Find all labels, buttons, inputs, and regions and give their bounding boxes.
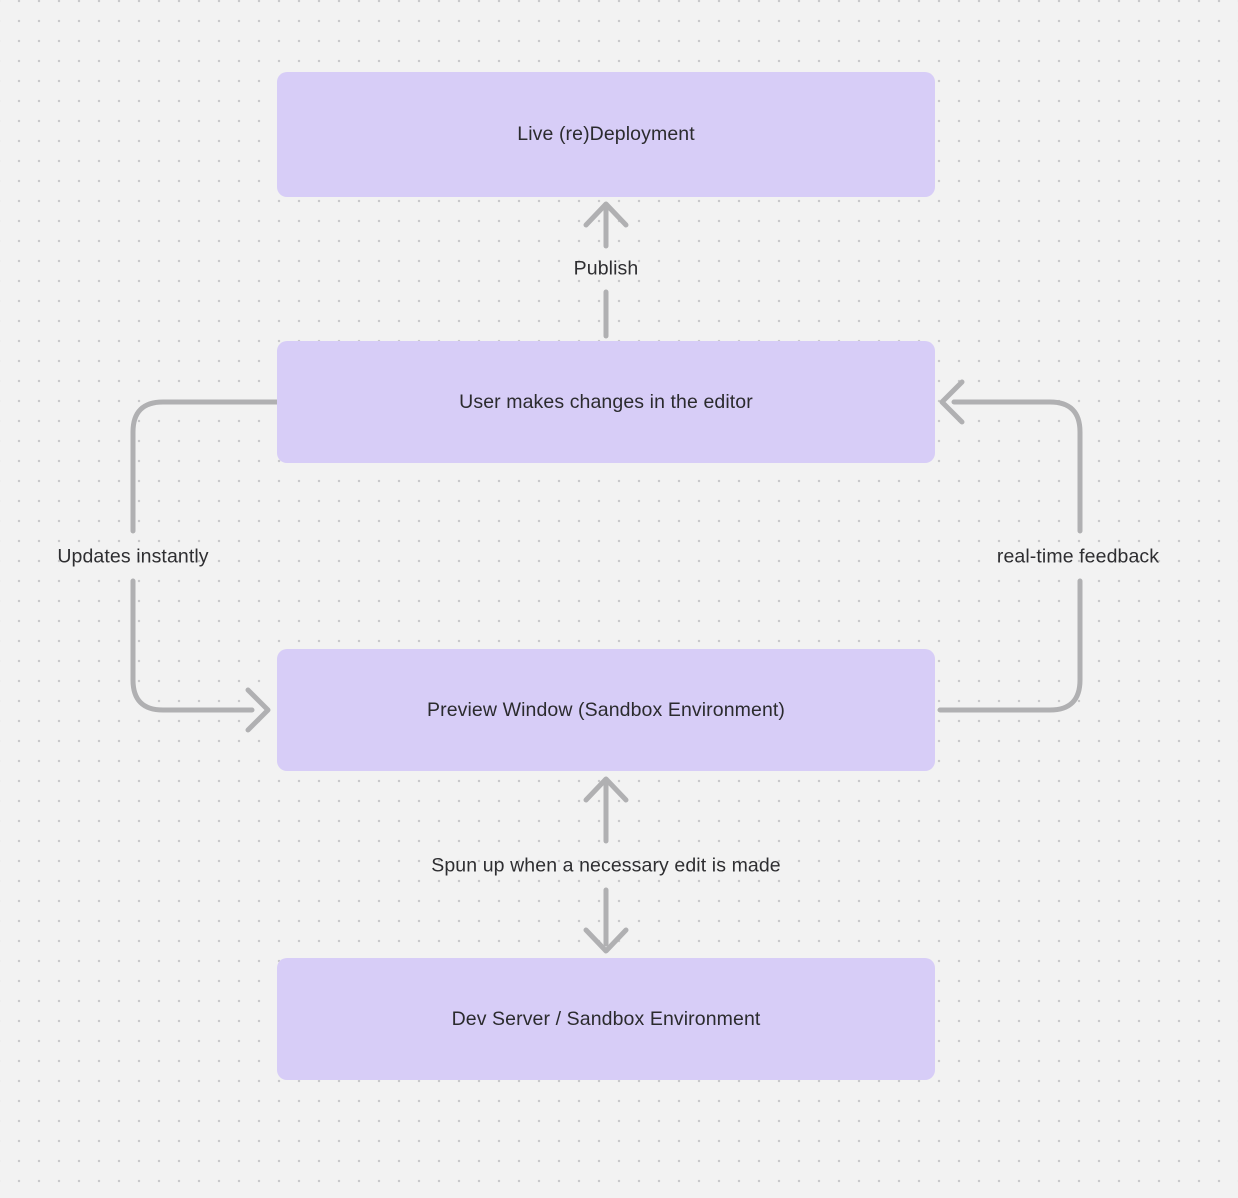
edge-updates-segment-bottom xyxy=(130,578,255,713)
edge-label-updates-instantly: Updates instantly xyxy=(57,545,209,568)
arrowhead-up-icon xyxy=(583,201,629,228)
arrowhead-up-icon xyxy=(583,776,629,803)
edge-updates-segment-top xyxy=(130,399,281,534)
edge-label-spun-up: Spun up when a necessary edit is made xyxy=(431,854,781,877)
arrowhead-down-icon xyxy=(583,927,629,954)
node-label: Preview Window (Sandbox Environment) xyxy=(427,698,785,721)
node-label: Dev Server / Sandbox Environment xyxy=(451,1007,761,1030)
edge-feedback-segment-top xyxy=(951,399,1083,534)
node-user-editor[interactable]: User makes changes in the editor xyxy=(277,341,935,463)
node-dev-server[interactable]: Dev Server / Sandbox Environment xyxy=(277,958,935,1080)
edge-label-publish: Publish xyxy=(573,257,639,280)
edge-feedback-segment-bottom xyxy=(937,578,1083,713)
edge-label-real-time-feedback: real-time feedback xyxy=(996,545,1160,568)
arrowhead-left-icon xyxy=(939,379,965,425)
node-label: Live (re)Deployment xyxy=(517,123,695,145)
node-label: User makes changes in the editor xyxy=(459,390,753,413)
node-live-deployment[interactable]: Live (re)Deployment xyxy=(277,72,935,197)
node-preview-window[interactable]: Preview Window (Sandbox Environment) xyxy=(277,649,935,771)
arrowhead-right-icon xyxy=(245,687,271,733)
